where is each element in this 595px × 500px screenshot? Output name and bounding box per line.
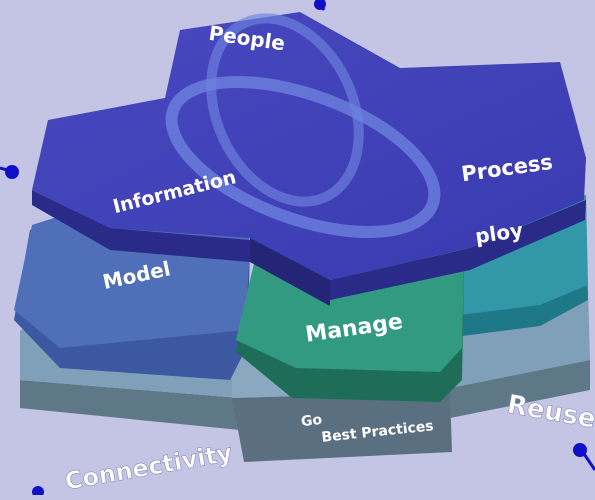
connector-dot-top	[314, 0, 326, 10]
connector-dot-left	[5, 165, 19, 179]
top-face	[32, 12, 586, 280]
ring-outer	[165, 76, 441, 238]
top-hexagon-layer	[32, 12, 586, 306]
label-governance-partial: Go	[300, 412, 323, 430]
connector-dot-right	[573, 443, 587, 457]
ring-inner	[206, 13, 364, 207]
